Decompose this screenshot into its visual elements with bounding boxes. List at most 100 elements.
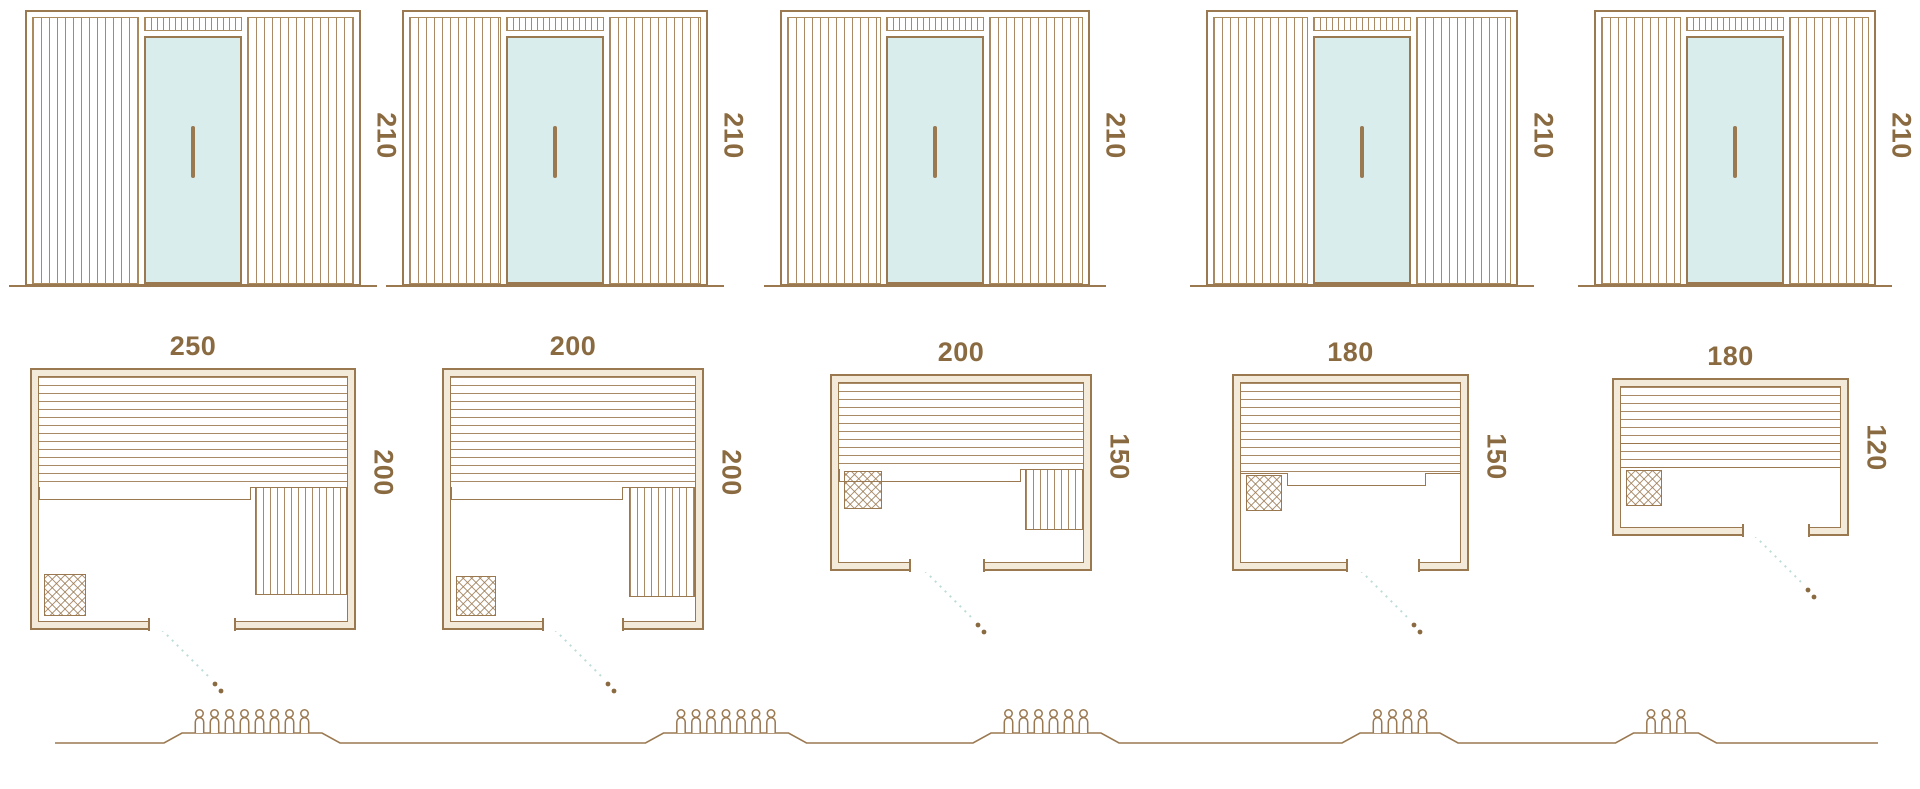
wood-slat-panel-right — [989, 17, 1083, 284]
bench-lower-shelf — [1621, 443, 1840, 468]
sauna-5-front-elevation: 210 — [1578, 10, 1917, 287]
heater-icon — [456, 576, 496, 616]
depth-dimension-label: 150 — [1481, 433, 1512, 480]
bench-side — [629, 486, 695, 597]
plan-walls — [1612, 378, 1849, 600]
width-dimension-label: 250 — [169, 331, 217, 361]
sauna-4-front-elevation: 210 — [1190, 10, 1559, 287]
height-dimension-label: 210 — [718, 112, 749, 160]
bench-lower-step — [39, 486, 251, 500]
door-lintel-slats — [1313, 17, 1411, 31]
bench-upper — [1621, 387, 1840, 444]
door-swing-icon — [554, 629, 617, 694]
wood-slat-panel-right — [609, 17, 701, 284]
wood-slat-panel-left — [32, 17, 139, 284]
sauna-3-floor-plan: 200 150 — [830, 337, 1135, 635]
floor-line — [9, 285, 377, 287]
width-dimension-label: 200 — [937, 337, 985, 367]
bench-lower-step — [451, 486, 623, 500]
bench-upper — [839, 383, 1083, 470]
wall-frame — [1206, 10, 1518, 286]
door-swing-icon — [924, 570, 987, 635]
door-swing-icon — [1360, 570, 1423, 635]
wood-slat-panel-left — [1213, 17, 1308, 284]
bench-lower-step — [839, 468, 1021, 482]
depth-dimension-label: 200 — [368, 449, 399, 496]
floor-line — [1578, 285, 1892, 287]
wood-slat-panel-left — [1601, 17, 1681, 284]
door-column — [886, 17, 984, 284]
plan-walls — [1232, 374, 1469, 635]
sauna-2-front-elevation: 210 — [386, 10, 749, 287]
plan-walls — [30, 368, 356, 694]
door-swing-icon — [1754, 535, 1817, 600]
heater-icon — [1626, 469, 1662, 506]
door-handle-icon — [553, 125, 557, 178]
sauna-5-floor-plan: 180 120 — [1612, 341, 1892, 600]
door-lintel-slats — [1686, 17, 1784, 31]
door-column — [506, 17, 604, 284]
bench-side — [1025, 468, 1083, 530]
glass-door — [144, 36, 242, 284]
door-opening — [542, 618, 625, 631]
sauna-2-floor-plan: 200 200 — [442, 331, 747, 694]
capacity-people-row — [55, 709, 1878, 744]
width-dimension-label: 180 — [1707, 341, 1754, 371]
wood-slat-panel-right — [1416, 17, 1511, 284]
sauna-1-front-elevation: 210 — [9, 10, 402, 287]
height-dimension-label: 210 — [1528, 112, 1559, 160]
door-handle-icon — [191, 125, 195, 178]
bench-upper — [39, 377, 347, 488]
sauna-4-floor-plan: 180 150 — [1232, 337, 1512, 635]
height-dimension-label: 210 — [371, 112, 402, 160]
bench-side — [255, 486, 347, 595]
wall-frame — [780, 10, 1090, 286]
wood-slat-panel-right — [247, 17, 354, 284]
plan-walls — [442, 368, 704, 694]
wood-slat-panel-left — [409, 17, 501, 284]
door-column — [1313, 17, 1411, 284]
bench-upper — [451, 377, 695, 488]
plan-interior — [38, 376, 348, 622]
width-dimension-label: 200 — [549, 331, 597, 361]
floor-line — [386, 285, 724, 287]
sauna-1-floor-plan: 250 200 — [30, 331, 399, 694]
plan-walls — [830, 374, 1092, 635]
floor-line — [1190, 285, 1534, 287]
plan-interior — [838, 382, 1084, 563]
door-handle-icon — [1733, 125, 1737, 178]
wall-frame — [25, 10, 361, 286]
wall-frame — [1594, 10, 1876, 286]
heater-icon — [44, 574, 86, 616]
door-opening — [1742, 524, 1811, 537]
plan-interior — [1240, 382, 1461, 563]
glass-door — [1313, 36, 1411, 284]
door-column — [144, 17, 242, 284]
heater-icon — [844, 470, 882, 509]
sauna-3-front-elevation: 210 — [764, 10, 1131, 287]
width-dimension-label: 180 — [1327, 337, 1374, 367]
door-swing-icon — [161, 629, 224, 694]
depth-dimension-label: 200 — [716, 449, 747, 496]
door-lintel-slats — [886, 17, 984, 31]
door-opening — [1345, 559, 1420, 572]
bench-lower-step — [1287, 472, 1426, 486]
plan-interior — [1620, 386, 1841, 528]
door-lintel-slats — [506, 17, 604, 31]
glass-door — [886, 36, 984, 284]
door-opening — [909, 559, 986, 572]
depth-dimension-label: 150 — [1104, 433, 1135, 480]
door-column — [1686, 17, 1784, 284]
floor-line — [764, 285, 1106, 287]
plan-interior — [450, 376, 696, 622]
wood-slat-panel-right — [1789, 17, 1869, 284]
wall-frame — [402, 10, 708, 286]
glass-door — [506, 36, 604, 284]
heater-icon — [1246, 474, 1282, 511]
door-lintel-slats — [144, 17, 242, 31]
glass-door — [1686, 36, 1784, 284]
door-handle-icon — [933, 125, 937, 178]
height-dimension-label: 210 — [1100, 112, 1131, 160]
door-handle-icon — [1360, 125, 1364, 178]
